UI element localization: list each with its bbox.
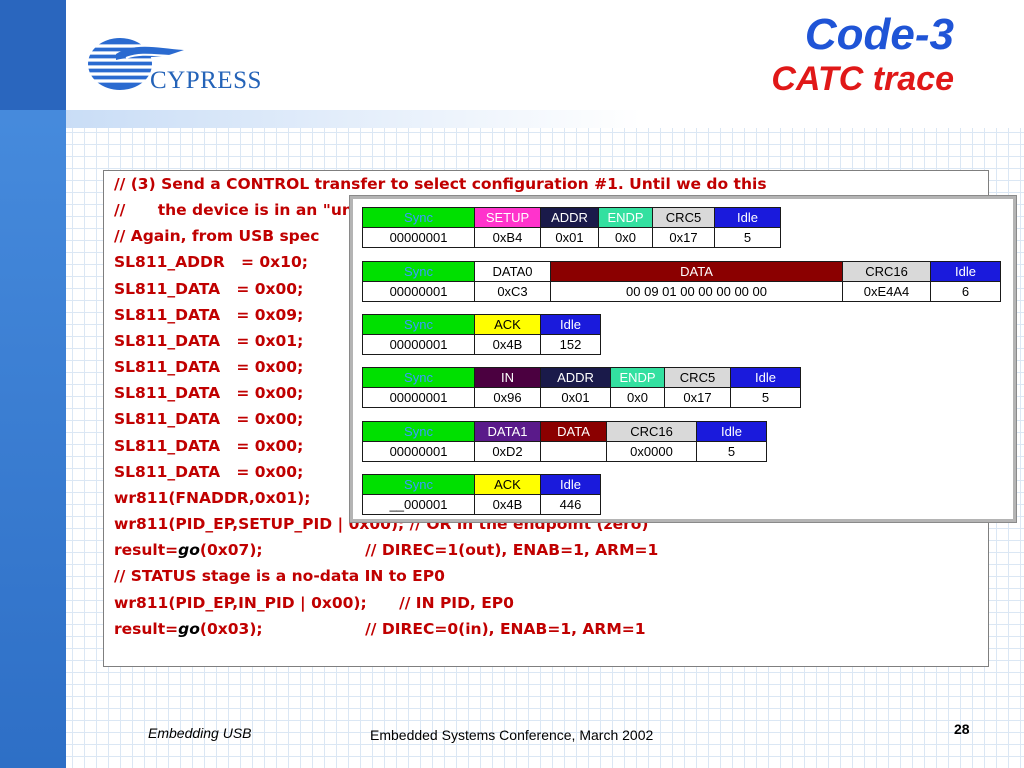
catc-field-header: Idle [540,314,601,335]
header-gradient-bar [66,110,1024,128]
code-line: SL811_DATA = 0x00; [114,384,304,402]
code-text: result= [114,541,179,559]
catc-field-value: 0x0 [610,387,665,408]
catc-field-header: CRC5 [664,367,731,388]
code-line: result=go(0x07); // DIREC=1(out), ENAB=1… [114,537,658,563]
catc-field-header: ENDP [610,367,665,388]
catc-field-header: Sync [362,314,475,335]
code-line: SL811_DATA = 0x00; [114,358,304,376]
code-line: // (3) Send a CONTROL transfer to select… [114,175,767,193]
catc-field-value: 00000001 [362,387,475,408]
catc-field-value: 0x4B [474,334,541,355]
catc-field-value: 0xB4 [474,227,541,248]
slide-title: Code-3 [804,10,954,59]
catc-field-header: Idle [714,207,781,228]
code-go-keyword: go [178,541,200,559]
catc-field-header: ACK [474,474,541,495]
catc-field-value: 5 [730,387,801,408]
catc-field-value: 0x17 [652,227,715,248]
code-text: (0x03); // DIREC=0(in), ENAB=1, ARM=1 [199,620,646,638]
code-line: SL811_DATA = 0x00; [114,463,304,481]
catc-field-value: 152 [540,334,601,355]
code-line: SL811_DATA = 0x09; [114,306,304,324]
cypress-logo-text: CYPRESS [150,67,262,94]
catc-field-header: DATA [550,261,843,282]
catc-field-header: Sync [362,421,475,442]
catc-field-header: Sync [362,367,475,388]
catc-field-value: 0x01 [540,387,611,408]
catc-field-header: SETUP [474,207,541,228]
page-number: 28 [954,721,970,737]
cypress-logo-icon [88,38,184,90]
code-line: // Again, from USB spec [114,227,320,245]
catc-field-value: 00 09 01 00 00 00 00 00 [550,281,843,302]
code-line: SL811_DATA = 0x00; [114,410,304,428]
code-line: SL811_ADDR = 0x10; [114,253,308,271]
catc-field-value: 0x0 [598,227,653,248]
code-text: result= [114,620,179,638]
code-text: (0x07); // DIREC=1(out), ENAB=1, ARM=1 [199,541,659,559]
catc-field-value: 0xE4A4 [842,281,931,302]
catc-field-header: CRC5 [652,207,715,228]
catc-field-header: CRC16 [842,261,931,282]
catc-field-header: ADDR [540,367,611,388]
catc-field-value: 00000001 [362,441,475,462]
catc-field-header: ADDR [540,207,599,228]
catc-field-header: Idle [540,474,601,495]
catc-field-value: 5 [714,227,781,248]
slide-header [66,0,1024,110]
catc-field-header: Sync [362,474,475,495]
catc-field-header: Idle [930,261,1001,282]
code-line: result=go(0x03); // DIREC=0(in), ENAB=1,… [114,616,646,642]
catc-field-header: Idle [696,421,767,442]
catc-field-header: DATA0 [474,261,551,282]
catc-field-value: 00000001 [362,334,475,355]
catc-field-header: Sync [362,207,475,228]
catc-field-header: ENDP [598,207,653,228]
code-line: wr811(PID_EP,IN_PID | 0x00); // IN PID, … [114,594,514,612]
catc-field-value [540,441,607,462]
code-line: // STATUS stage is a no-data IN to EP0 [114,567,445,585]
catc-field-value: 00000001 [362,281,475,302]
code-line: SL811_DATA = 0x00; [114,280,304,298]
catc-field-value: 0xC3 [474,281,551,302]
catc-field-value: 0x4B [474,494,541,515]
catc-field-header: ACK [474,314,541,335]
catc-field-value: 0xD2 [474,441,541,462]
footer-center: Embedded Systems Conference, March 2002 [370,727,654,743]
catc-field-header: Idle [730,367,801,388]
catc-field-value: __000001 [362,494,475,515]
catc-field-header: DATA1 [474,421,541,442]
code-line: SL811_DATA = 0x00; [114,437,304,455]
footer-left: Embedding USB [148,725,252,741]
catc-field-value: 446 [540,494,601,515]
catc-field-value: 0x01 [540,227,599,248]
catc-field-value: 00000001 [362,227,475,248]
catc-field-value: 0x0000 [606,441,697,462]
left-accent-bar-top [0,0,66,110]
slide-subtitle: CATC trace [771,60,954,98]
catc-field-value: 5 [696,441,767,462]
catc-field-header: DATA [540,421,607,442]
catc-field-header: Sync [362,261,475,282]
catc-field-value: 0x17 [664,387,731,408]
catc-field-value: 6 [930,281,1001,302]
left-accent-bar [0,0,66,768]
catc-field-header: IN [474,367,541,388]
catc-field-value: 0x96 [474,387,541,408]
catc-field-header: CRC16 [606,421,697,442]
code-go-keyword: go [178,620,200,638]
code-line: SL811_DATA = 0x01; [114,332,304,350]
